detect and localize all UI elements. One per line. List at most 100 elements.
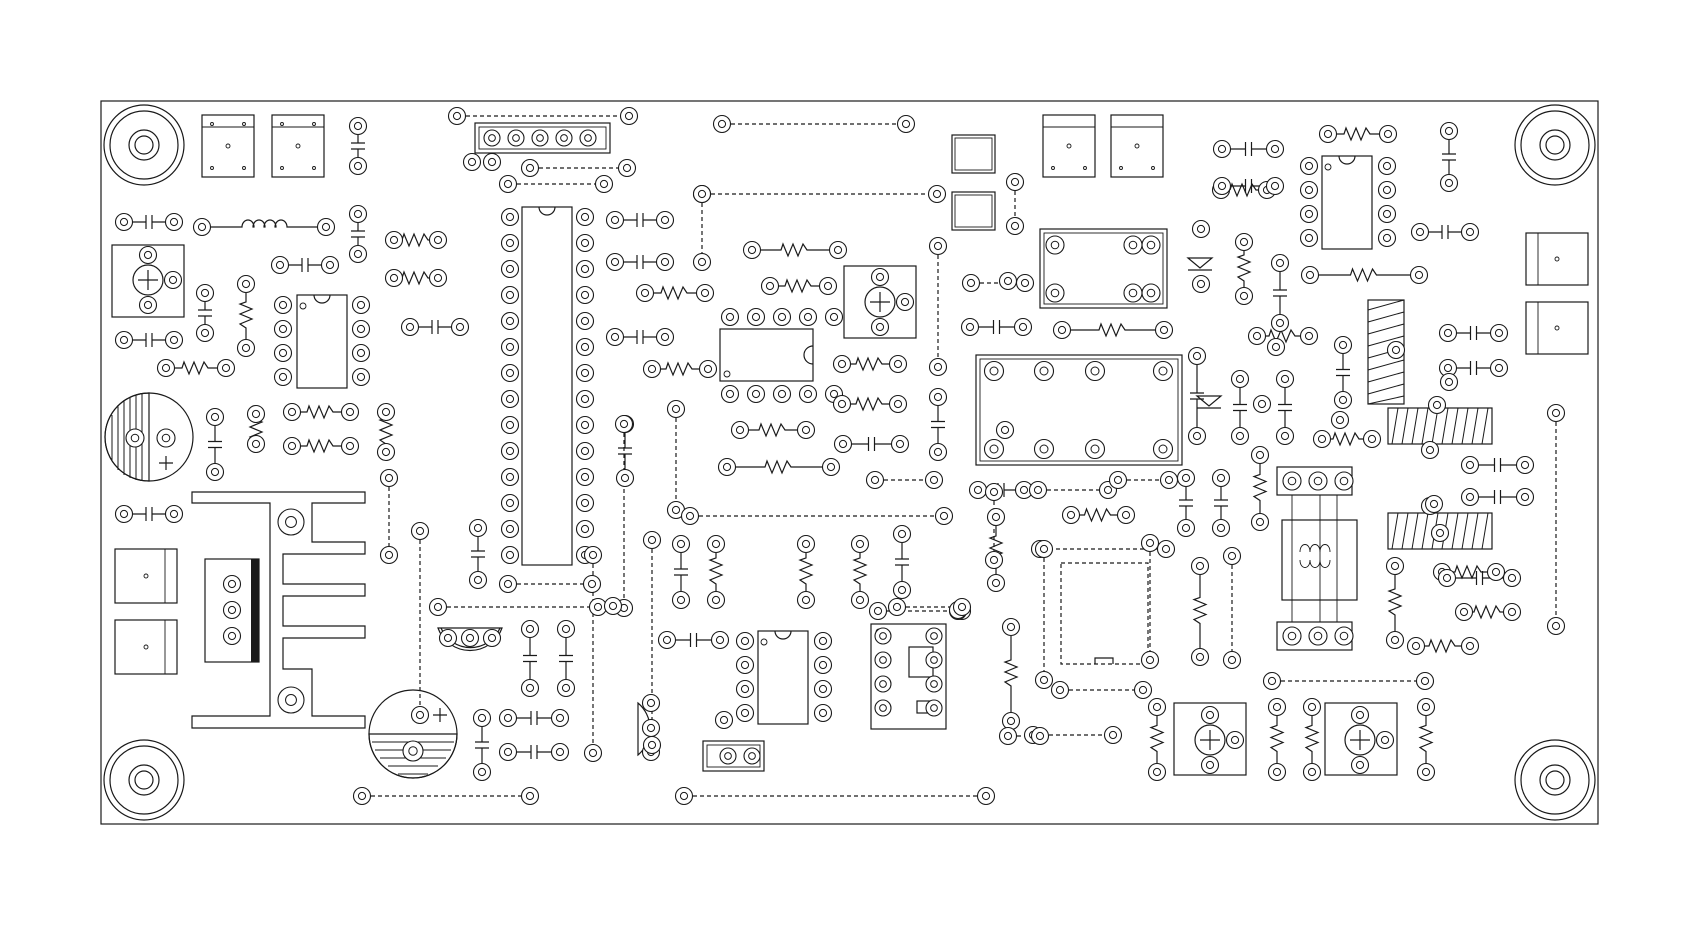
resistor: [1192, 575, 1208, 648]
trimmer-cross: [1350, 730, 1370, 750]
pad-hole: [285, 694, 297, 706]
pad-hole: [465, 633, 475, 643]
solder-pad: [1187, 426, 1207, 446]
solder-pad: [498, 574, 518, 594]
pad-hole: [580, 498, 590, 508]
capacitor: [1179, 487, 1193, 519]
pad-hole: [939, 511, 949, 521]
solder-pad: [575, 441, 595, 461]
solder-pad: [735, 679, 755, 699]
solder-pad: [1439, 121, 1459, 141]
solder-pad: [1200, 705, 1220, 725]
solder-pad: [500, 415, 520, 435]
pad-hole: [353, 249, 363, 259]
solder-pad: [1334, 471, 1354, 491]
solder-pad: [273, 367, 293, 387]
solder-pad: [1409, 265, 1429, 285]
pad-hole: [930, 680, 938, 688]
pad-hole: [897, 585, 907, 595]
pad-hole: [933, 392, 943, 402]
solder-pad: [164, 330, 184, 350]
solder-pad: [813, 655, 833, 675]
trimmer-4: [1324, 702, 1398, 776]
capacitor: [624, 255, 656, 269]
solder-pad: [674, 786, 694, 806]
ic-dip28: [521, 206, 573, 566]
pad-hole: [505, 550, 515, 560]
solder-pad: [340, 436, 360, 456]
capacitor: [1231, 142, 1266, 156]
pad-hole: [679, 791, 689, 801]
pad-hole: [455, 322, 465, 332]
solder-pad: [1262, 671, 1282, 691]
polarity-marks: [159, 456, 447, 722]
pad-hole: [287, 407, 297, 417]
resistor: [1451, 564, 1487, 580]
capacitor: [1456, 571, 1503, 585]
pad-hole: [1010, 177, 1020, 187]
solder-pad: [719, 747, 737, 765]
solder-pad: [205, 407, 225, 427]
pad-hole: [1146, 240, 1156, 250]
pad-hole: [646, 723, 656, 733]
capacitor: [517, 711, 551, 725]
pad-hole: [561, 624, 571, 634]
solder-pad: [1050, 680, 1070, 700]
solder-pad: [892, 524, 912, 544]
capacitor: [523, 638, 537, 679]
pad-hole: [747, 245, 757, 255]
pad-hole: [1339, 476, 1349, 486]
pad-hole: [1305, 270, 1315, 280]
solder-pad: [1375, 730, 1395, 750]
solder-pad: [743, 747, 761, 765]
capacitor: [419, 320, 451, 334]
solder-pad: [282, 402, 302, 422]
solder-pad: [824, 307, 844, 327]
solder-pad: [1386, 340, 1406, 360]
electrolytic-cap-bottom: [368, 689, 458, 779]
pad-hole: [477, 767, 487, 777]
pad-hole: [1465, 227, 1475, 237]
terminal-block: [114, 548, 178, 604]
trimmer-dial: [132, 264, 164, 296]
solder-pad: [1123, 283, 1143, 303]
ferrite-inductor-horizontal-top: [1387, 407, 1493, 445]
voltage-regulator-heatsink: [191, 491, 366, 729]
solder-pad: [351, 295, 371, 315]
pad-hole: [879, 704, 887, 712]
pad-hole: [1152, 702, 1162, 712]
pad-hole: [1390, 635, 1400, 645]
pad-hole: [932, 189, 942, 199]
pad-hole: [210, 467, 220, 477]
solder-pad: [1378, 124, 1398, 144]
pad-hole: [599, 179, 609, 189]
solder-pad: [1302, 697, 1322, 717]
solder-pad: [1200, 755, 1220, 775]
pad-hole: [875, 272, 885, 282]
solder-pad: [1152, 360, 1174, 382]
pad-hole: [1338, 395, 1348, 405]
solder-pad: [642, 735, 662, 755]
pad-hole: [353, 161, 363, 171]
pad-hole: [1057, 325, 1067, 335]
pad-hole: [1520, 460, 1530, 470]
solder-pad: [164, 212, 184, 232]
solder-pad: [666, 399, 686, 419]
pad-hole: [647, 364, 657, 374]
capacitor: [198, 302, 212, 324]
trimmer-1: [111, 244, 185, 318]
solder-pad: [1001, 617, 1021, 637]
pad-hole: [473, 575, 483, 585]
solder-pad: [273, 319, 293, 339]
solder-pad: [1225, 730, 1245, 750]
solder-pad: [575, 259, 595, 279]
solder-pad: [1439, 372, 1459, 392]
solder-pad: [1415, 671, 1435, 691]
pad-hole: [1181, 523, 1191, 533]
solder-pad: [246, 404, 266, 424]
pad-hole: [1145, 655, 1155, 665]
capacitor: [351, 223, 365, 245]
solder-pad: [500, 467, 520, 487]
pad-hole: [697, 257, 707, 267]
pad-hole: [505, 420, 515, 430]
